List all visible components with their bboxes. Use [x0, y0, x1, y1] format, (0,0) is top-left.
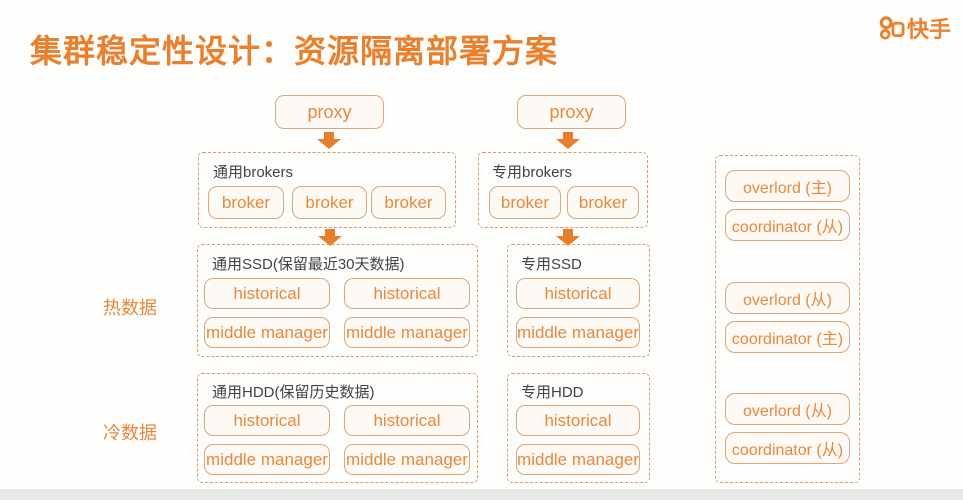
historical-node: historical — [344, 405, 470, 436]
broker-node: broker — [371, 186, 446, 219]
historical-node: historical — [204, 405, 330, 436]
general-brokers-group — [198, 152, 456, 228]
coordinator-node: coordinator (从) — [725, 209, 850, 241]
middle-manager-node: middle manager — [344, 444, 470, 475]
middle-manager-node: middle manager — [344, 317, 470, 348]
broker-node: broker — [208, 186, 284, 219]
historical-node: historical — [344, 278, 470, 309]
brand-logo: 快手 — [878, 12, 951, 44]
overlord-node: overlord (主) — [725, 170, 850, 202]
general-hdd-label: 通用HDD(保留历史数据) — [212, 384, 375, 401]
dedicated-brokers-group — [478, 152, 648, 228]
dedicated-brokers-label: 专用brokers — [492, 164, 573, 181]
bottom-strip — [0, 489, 963, 500]
brand-name: 快手 — [907, 17, 952, 42]
arrow-down-icon — [318, 229, 342, 246]
historical-node: historical — [204, 278, 330, 309]
page-title: 集群稳定性设计：资源隔离部署方案 — [30, 33, 559, 69]
historical-node: historical — [516, 405, 640, 436]
coordinator-node: coordinator (主) — [725, 321, 850, 353]
middle-manager-node: middle manager — [204, 317, 330, 348]
broker-node: broker — [489, 186, 561, 219]
hot-data-label: 热数据 — [103, 298, 157, 318]
overlord-node: overlord (从) — [725, 393, 850, 425]
broker-node: broker — [292, 186, 367, 219]
general-hdd-group — [197, 373, 478, 483]
arrow-down-icon — [556, 132, 580, 149]
middle-manager-node: middle manager — [204, 444, 330, 475]
dedicated-ssd-label: 专用SSD — [521, 256, 582, 273]
historical-node: historical — [516, 278, 640, 309]
middle-manager-node: middle manager — [516, 444, 640, 475]
arrow-down-icon — [317, 132, 341, 149]
arrow-down-icon — [556, 229, 580, 246]
dedicated-hdd-group — [507, 373, 650, 483]
general-ssd-group — [197, 244, 478, 357]
control-nodes-group — [715, 155, 860, 483]
dedicated-ssd-group — [507, 244, 650, 357]
overlord-node: overlord (从) — [725, 282, 850, 314]
proxy-node: proxy — [275, 95, 384, 129]
middle-manager-node: middle manager — [516, 317, 640, 348]
broker-node: broker — [567, 186, 639, 219]
kuaishou-logo-icon — [878, 15, 905, 42]
cold-data-label: 冷数据 — [103, 423, 157, 443]
dedicated-hdd-label: 专用HDD — [521, 384, 584, 401]
proxy-node: proxy — [517, 95, 626, 129]
general-ssd-label: 通用SSD(保留最近30天数据) — [212, 256, 405, 273]
general-brokers-label: 通用brokers — [213, 164, 294, 181]
coordinator-node: coordinator (从) — [725, 432, 850, 464]
